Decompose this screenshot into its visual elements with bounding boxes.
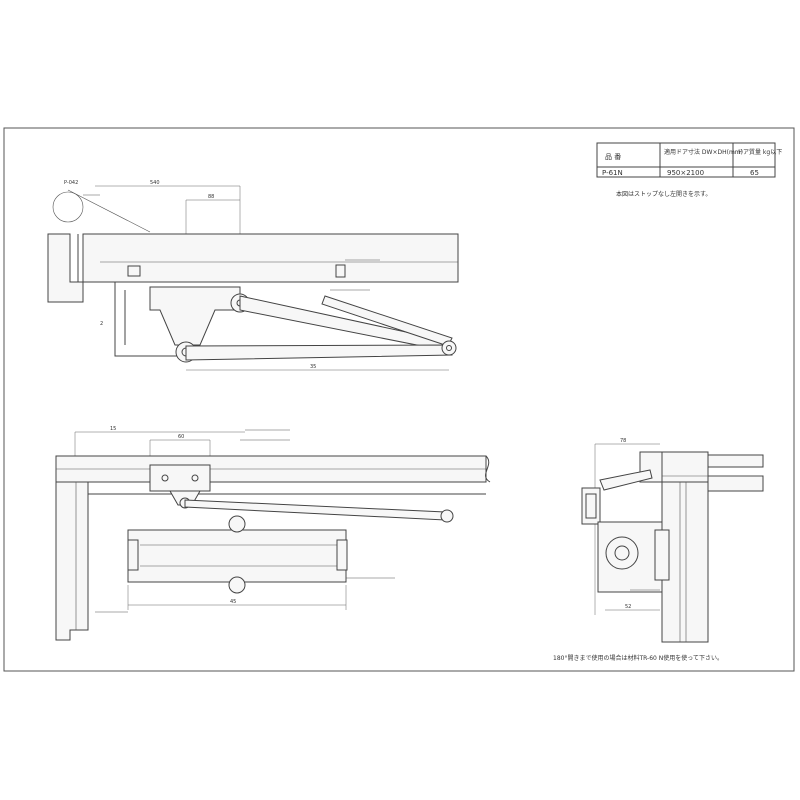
table-cell-item: P-61N	[602, 169, 623, 177]
dim-2: 2	[100, 321, 103, 327]
dim-45: 45	[230, 599, 236, 605]
table-cell-size: 950×2100	[667, 169, 704, 177]
dim-p042: P-042	[64, 180, 78, 186]
table-header-item: 品 番	[605, 153, 621, 161]
dim-35: 35	[310, 364, 316, 370]
front-view: 15 60 45	[55, 426, 491, 641]
top-view: 540 88 P-042 35 2	[47, 180, 459, 371]
spec-table: 品 番 適用ドア寸法 DW×DH(mm) ドア質量 kg以下 P-61N 950…	[596, 142, 782, 178]
dim-15: 15	[110, 426, 116, 432]
bottom-note: 180°開きまで使用の場合は材料TR-60 N使用を使って下さい。	[553, 654, 723, 662]
dim-52: 52	[625, 604, 631, 610]
dim-88: 88	[208, 194, 214, 200]
table-cell-mass: 65	[750, 169, 759, 177]
dim-60: 60	[178, 434, 184, 440]
dim-78: 78	[620, 438, 626, 444]
top-note: 本図はストップなし左開きを示す。	[616, 190, 711, 198]
side-view: 78 52	[581, 438, 764, 643]
dim-540: 540	[150, 180, 160, 186]
table-header-mass: ドア質量 kg以下	[737, 148, 782, 156]
table-header-size: 適用ドア寸法 DW×DH(mm)	[664, 148, 743, 156]
